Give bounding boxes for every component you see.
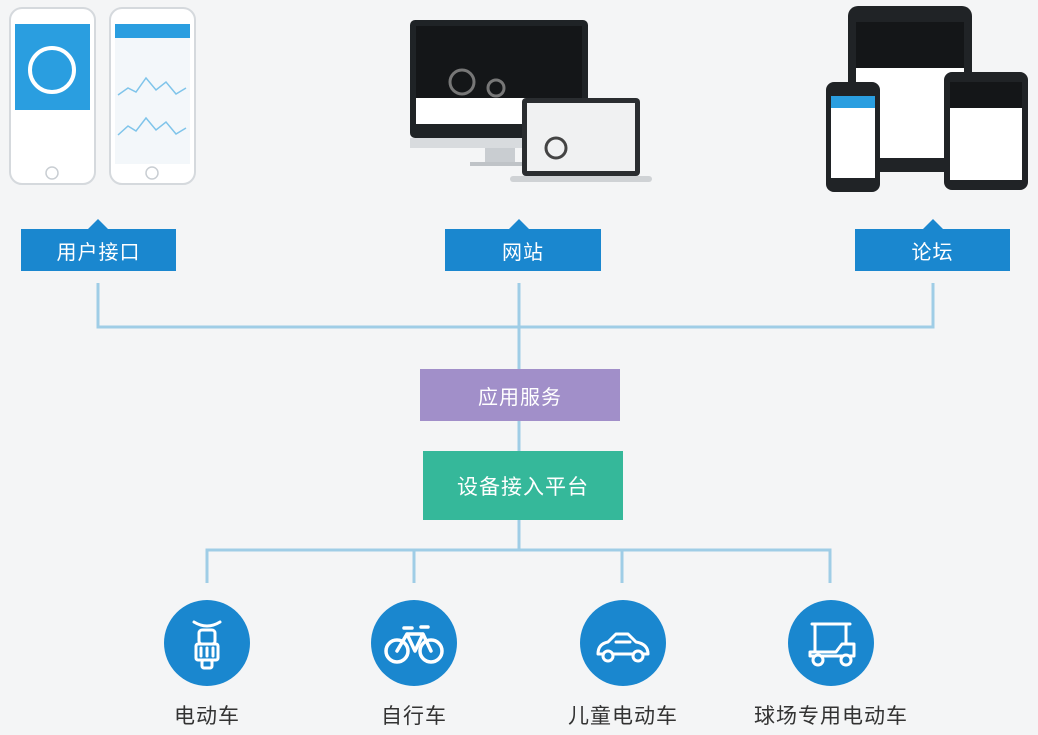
forum-mockups (826, 6, 1028, 192)
kids-car-icon (596, 632, 650, 663)
vehicle-circle-golf-cart (788, 600, 874, 686)
bottom-connector (205, 548, 832, 583)
vehicle-circle-scooter (164, 600, 250, 686)
top-connector (96, 283, 935, 329)
vehicle-circle-kids-car (580, 600, 666, 686)
device-access-platform-box: 设备接入平台 (423, 451, 623, 520)
website-mockups (410, 20, 652, 182)
electric-scooter-icon (192, 620, 222, 670)
bicycle-icon (384, 625, 444, 664)
app-service-box: 应用服务 (420, 369, 620, 421)
vehicle-label-golf-cart: 球场专用电动车 (754, 704, 908, 728)
vehicle-label-bicycle: 自行车 (381, 704, 447, 728)
top-box-pointers (87, 219, 944, 230)
vehicle-label-kids-car: 儿童电动车 (568, 704, 678, 728)
forum-box: 论坛 (855, 229, 1010, 271)
golf-cart-icon (808, 622, 856, 667)
website-box: 网站 (445, 229, 601, 271)
phone-mockups (9, 7, 196, 185)
connector-lines (96, 283, 935, 583)
vehicle-circle-bicycle (371, 600, 457, 686)
vehicle-label-scooter: 电动车 (174, 704, 240, 728)
user-interface-box: 用户接口 (21, 229, 176, 271)
